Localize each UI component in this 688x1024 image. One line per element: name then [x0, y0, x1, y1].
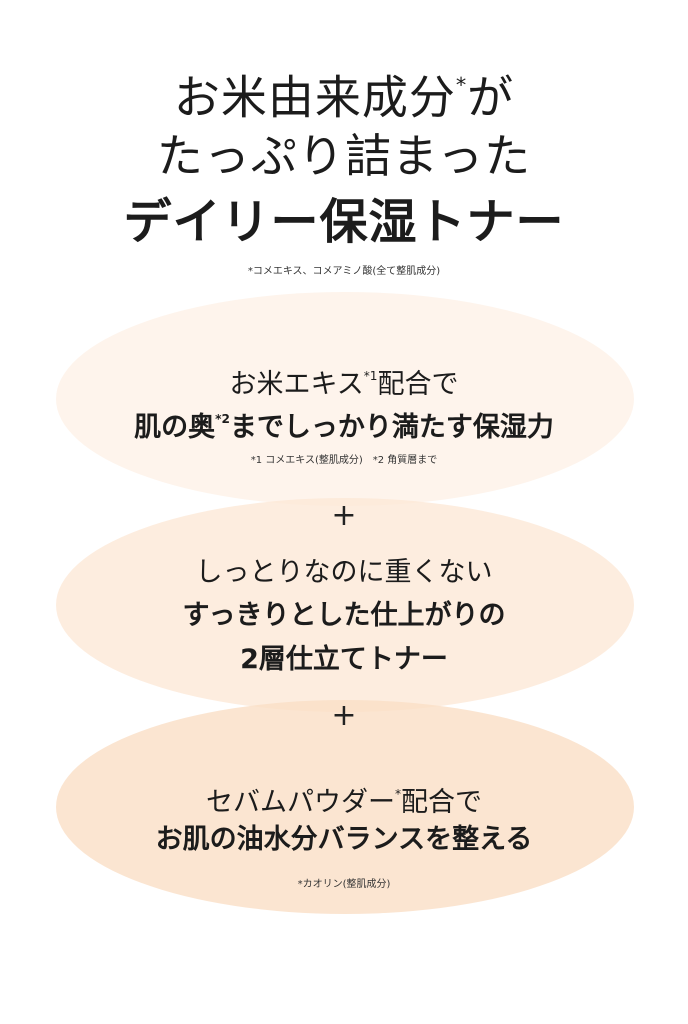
feature-1-lead-mark: *1 [363, 368, 378, 383]
headline-line-1: お米由来成分*が [0, 62, 688, 125]
feature-3-lead: セバムパウダー*配合で [0, 780, 688, 820]
plus-sign-2: + [331, 698, 357, 733]
feature-3-footnote: *カオリン(整肌成分) [297, 879, 391, 890]
feature-1-footnote: *1 コメエキス(整肌成分) *2 角質層まで [250, 455, 438, 466]
headline-line-2: たっぷり詰まった [156, 129, 532, 183]
feature-3-lead-mark: * [394, 786, 402, 801]
feature-1-main-mark: *2 [215, 411, 230, 426]
feature-3-main: お肌の油水分バランスを整える [155, 824, 533, 855]
feature-3-ellipse [56, 700, 634, 914]
feature-1-ellipse [56, 292, 634, 506]
headline-line-1-tail: が [467, 70, 515, 125]
feature-2-lead: しっとりなのに重くない [195, 557, 493, 588]
feature-2-ellipse [56, 498, 634, 712]
feature-1-main: 肌の奥*2までしっかり満たす保湿力 [0, 404, 688, 446]
feature-2-main-1: すっきりとした仕上がりの [182, 600, 506, 631]
feature-1-lead-tail: 配合で [377, 369, 459, 400]
feature-1-main-a: 肌の奥 [134, 412, 216, 443]
headline-line-1-text: お米由来成分 [173, 70, 456, 125]
headline-asterisk: * [455, 72, 468, 97]
feature-3-lead-text: セバムパウダー [205, 787, 395, 818]
feature-1-lead-text: お米エキス [229, 369, 364, 400]
feature-1-main-b: までしっかり満たす保湿力 [229, 412, 554, 443]
feature-2-main-2: 2層仕立てトナー [240, 644, 448, 675]
headline-footnote: *コメエキス、コメアミノ酸(全て整肌成分) [247, 266, 441, 277]
headline-line-3: デイリー保湿トナー [123, 194, 565, 250]
plus-sign-1: + [331, 498, 357, 533]
feature-3-lead-tail: 配合で [401, 787, 483, 818]
feature-1-lead: お米エキス*1配合で [0, 362, 688, 402]
